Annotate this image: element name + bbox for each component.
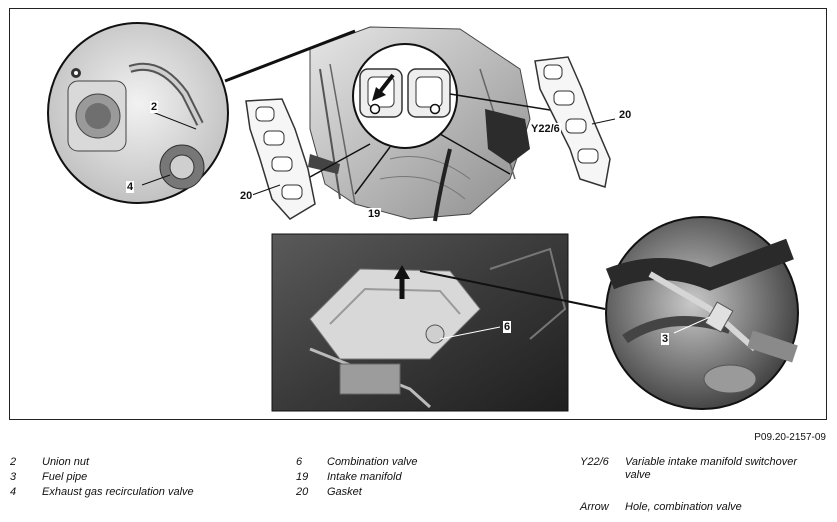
callout-3: 3 [661, 333, 670, 345]
legend-number: 3 [10, 471, 17, 483]
legend-number: 6 [296, 456, 303, 468]
engine-bay-photo [271, 233, 606, 412]
callout-19: 19 [367, 208, 382, 220]
legend-item-6: 6 Combination valve [296, 456, 556, 470]
callout-6: 6 [503, 321, 512, 333]
callout-y22-6: Y22/6 [530, 123, 561, 135]
legend-item-y22-6: Y22/6 Variable intake manifold switchove… [580, 456, 830, 484]
diagram-illustration [47, 22, 799, 412]
legend-text: Exhaust gas recirculation valve [42, 486, 194, 498]
gasket-left [245, 98, 316, 220]
legend-text: Combination valve [327, 456, 418, 468]
callout-20-right: 20 [618, 109, 633, 121]
legend-number: Y22/6 [580, 456, 609, 468]
legend-text: Intake manifold [327, 471, 402, 483]
legend-text: Fuel pipe [42, 471, 88, 483]
arrow-detail-inset [309, 43, 576, 195]
legend-item-19: 19 Intake manifold [296, 471, 556, 485]
gasket-right [534, 56, 616, 188]
legend-number: 20 [296, 486, 309, 498]
callout-20-left: 20 [239, 190, 254, 202]
legend-item-20: 20 Gasket [296, 486, 556, 500]
legend-text: Variable intake manifold switchover [625, 456, 798, 468]
legend-item-4: 4 Exhaust gas recirculation valve [10, 486, 280, 500]
fuel-pipe-detail-circle [605, 216, 799, 410]
legend-item-2: 2 Union nut [10, 456, 280, 470]
figure-reference: P09.20-2157-09 [754, 432, 826, 443]
legend-number: 4 [10, 486, 17, 498]
callout-4: 4 [126, 181, 135, 193]
diagram-frame: 2 4 20 19 20 Y22/6 6 3 [9, 8, 827, 420]
legend-text-continued: valve [625, 469, 651, 481]
legend-item-arrow: Arrow Hole, combination valve [580, 501, 830, 515]
legend-text: Hole, combination valve [625, 501, 742, 513]
legend-text: Gasket [327, 486, 362, 498]
legend-text: Union nut [42, 456, 90, 468]
legend-item-3: 3 Fuel pipe [10, 471, 280, 485]
egr-valve-detail-circle [47, 22, 356, 204]
legend-number: 2 [10, 456, 17, 468]
legend-number: Arrow [580, 501, 609, 513]
callout-2: 2 [150, 101, 159, 113]
legend-number: 19 [296, 471, 309, 483]
